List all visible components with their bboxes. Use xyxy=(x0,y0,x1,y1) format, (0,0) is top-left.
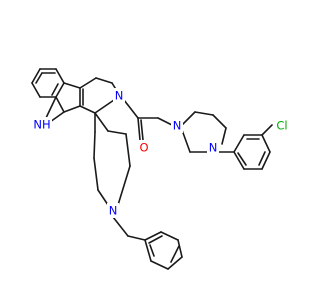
atom-n-piperazine-2: N xyxy=(207,140,219,155)
molecule-structure-diagram: NH N O N N Cl N xyxy=(31,68,291,270)
bond-55 xyxy=(261,134,271,153)
atom-nh: NH xyxy=(32,117,52,132)
bond-61 xyxy=(237,152,247,166)
bond-40 xyxy=(123,99,139,119)
bond-20 xyxy=(94,99,115,114)
bond-52 xyxy=(233,134,245,153)
bond-4 xyxy=(31,82,41,98)
bond-60 xyxy=(258,151,266,166)
bond-9 xyxy=(63,82,81,89)
svg-text:N: N xyxy=(173,119,182,133)
svg-text:O: O xyxy=(139,141,148,155)
bond-38 xyxy=(170,245,180,263)
atom-n-piperazine-1: N xyxy=(171,118,183,133)
bond-39 xyxy=(149,244,155,257)
bond-8 xyxy=(35,72,43,84)
bond-28 xyxy=(117,165,131,206)
atom-labels: NH N O N N Cl N xyxy=(32,88,291,218)
bond-48 xyxy=(221,127,227,145)
bond-26 xyxy=(125,133,131,167)
bond-30 xyxy=(127,235,146,241)
bond-31 xyxy=(144,231,162,241)
bond-22 xyxy=(94,112,109,132)
atom-o-carbonyl: O xyxy=(138,140,150,155)
bond-25 xyxy=(93,157,99,191)
bond-16 xyxy=(79,77,97,89)
bond-56 xyxy=(261,151,271,170)
bond-42 xyxy=(140,119,144,141)
bond-35 xyxy=(150,260,169,270)
bond-12 xyxy=(55,96,65,113)
bond-27 xyxy=(97,189,109,206)
bond-24 xyxy=(107,130,127,135)
bond-47 xyxy=(212,114,227,129)
svg-text:N: N xyxy=(109,204,118,218)
svg-text:NH: NH xyxy=(33,118,50,132)
bond-11 xyxy=(63,105,81,113)
bond-14 xyxy=(45,96,57,119)
bond-7 xyxy=(51,83,59,96)
bond-49 xyxy=(181,129,191,153)
bond-32 xyxy=(160,231,179,241)
bond-36 xyxy=(144,239,152,262)
svg-text:N: N xyxy=(115,89,124,103)
atom-n-benzyl-piperidine: N xyxy=(107,203,119,218)
bond-45 xyxy=(181,111,196,126)
bond-29 xyxy=(112,216,129,237)
atom-chlorine: Cl xyxy=(273,118,291,133)
bond-37 xyxy=(148,235,163,244)
bond-41 xyxy=(137,117,141,141)
svg-text:Cl: Cl xyxy=(276,119,287,133)
bond-54 xyxy=(261,124,273,136)
bond-lines xyxy=(31,68,273,270)
svg-text:N: N xyxy=(209,141,218,155)
bond-15 xyxy=(49,111,65,123)
bond-46 xyxy=(194,111,214,116)
bond-58 xyxy=(233,151,245,170)
bond-17 xyxy=(95,77,113,84)
atom-n-amide: N xyxy=(113,88,125,103)
bond-5 xyxy=(31,68,41,84)
bond-2 xyxy=(55,82,65,98)
bond-44 xyxy=(157,117,173,126)
bond-1 xyxy=(55,68,65,84)
bond-33 xyxy=(177,239,183,258)
bond-34 xyxy=(167,256,183,270)
bond-23 xyxy=(93,131,96,159)
bond-19 xyxy=(79,105,96,114)
